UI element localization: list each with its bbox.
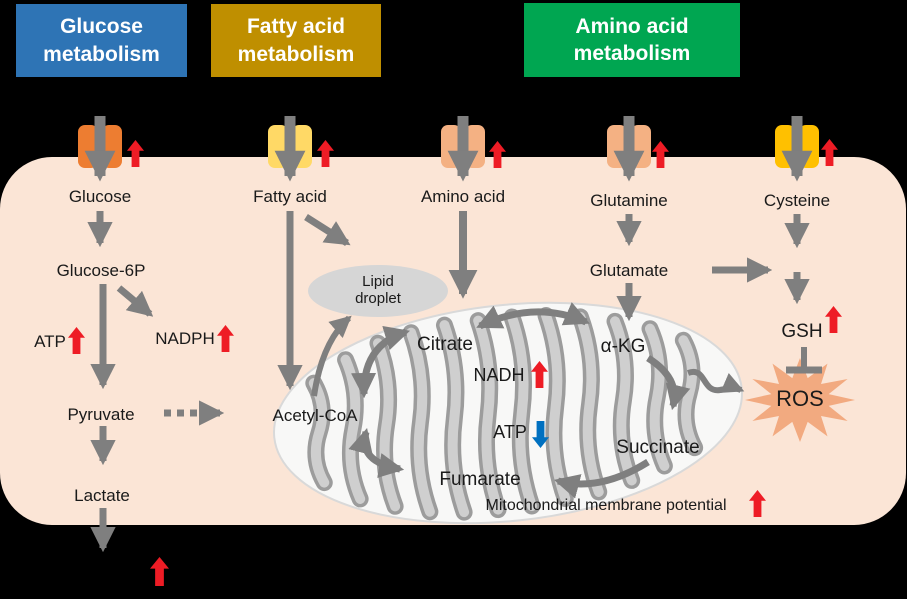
- node-citrate: Citrate: [417, 334, 473, 355]
- node-ros: ROS: [776, 386, 824, 411]
- tca-cycle-arrows: [348, 302, 691, 499]
- node-glucose: Glucose: [68, 187, 132, 206]
- membrane-import-arrows: [84, 116, 813, 182]
- node-atp-mito: ATP: [493, 422, 527, 442]
- header-glucose-label: Glucose metabolism: [43, 15, 160, 66]
- amino-acid-arrows: [448, 211, 773, 322]
- node-glucose6p: Glucose-6P: [56, 261, 146, 280]
- ros-burst-icon: [745, 358, 855, 442]
- node-cysteine: Cysteine: [763, 191, 831, 210]
- header-fatty-label: Fatty acid metabolism: [237, 15, 355, 66]
- mitochondrion-cristae: [305, 306, 704, 521]
- node-atp-cytosol: ATP: [34, 332, 66, 351]
- glycolysis-arrows: [87, 211, 225, 553]
- node-alpha-kg: α-KG: [600, 336, 646, 357]
- node-succinate: Succinate: [616, 437, 700, 458]
- header-amino-acid-metabolism: Amino acid metabolism: [524, 3, 740, 77]
- node-pyruvate: Pyruvate: [67, 405, 135, 424]
- header-amino-label: Amino acid metabolism: [573, 14, 691, 65]
- node-amino-acid: Amino acid: [420, 187, 506, 206]
- label-mitochondrial-membrane-potential: Mitochondrial membrane potential: [485, 497, 727, 514]
- mito-to-ros-arrow: [686, 368, 745, 394]
- node-fumarate: Fumarate: [439, 469, 521, 490]
- node-lactate: Lactate: [74, 486, 130, 505]
- node-nadh: NADH: [473, 365, 525, 385]
- node-gsh: GSH: [781, 321, 823, 342]
- node-glutamine: Glutamine: [590, 191, 668, 210]
- node-acetyl-coa: Acetyl-CoA: [272, 406, 358, 425]
- lipid-droplet-shape: [308, 265, 448, 317]
- node-lipid-droplet: Lipid droplet: [355, 273, 401, 308]
- node-fatty-acid: Fatty acid: [253, 187, 327, 206]
- cysteine-gsh-arrows: [784, 214, 822, 374]
- header-glucose-metabolism: Glucose metabolism: [16, 4, 187, 77]
- node-nadph: NADPH: [155, 329, 215, 348]
- fatty-acid-arrows: [277, 211, 352, 397]
- node-glutamate: Glutamate: [589, 261, 669, 280]
- header-fatty-acid-metabolism: Fatty acid metabolism: [211, 4, 381, 77]
